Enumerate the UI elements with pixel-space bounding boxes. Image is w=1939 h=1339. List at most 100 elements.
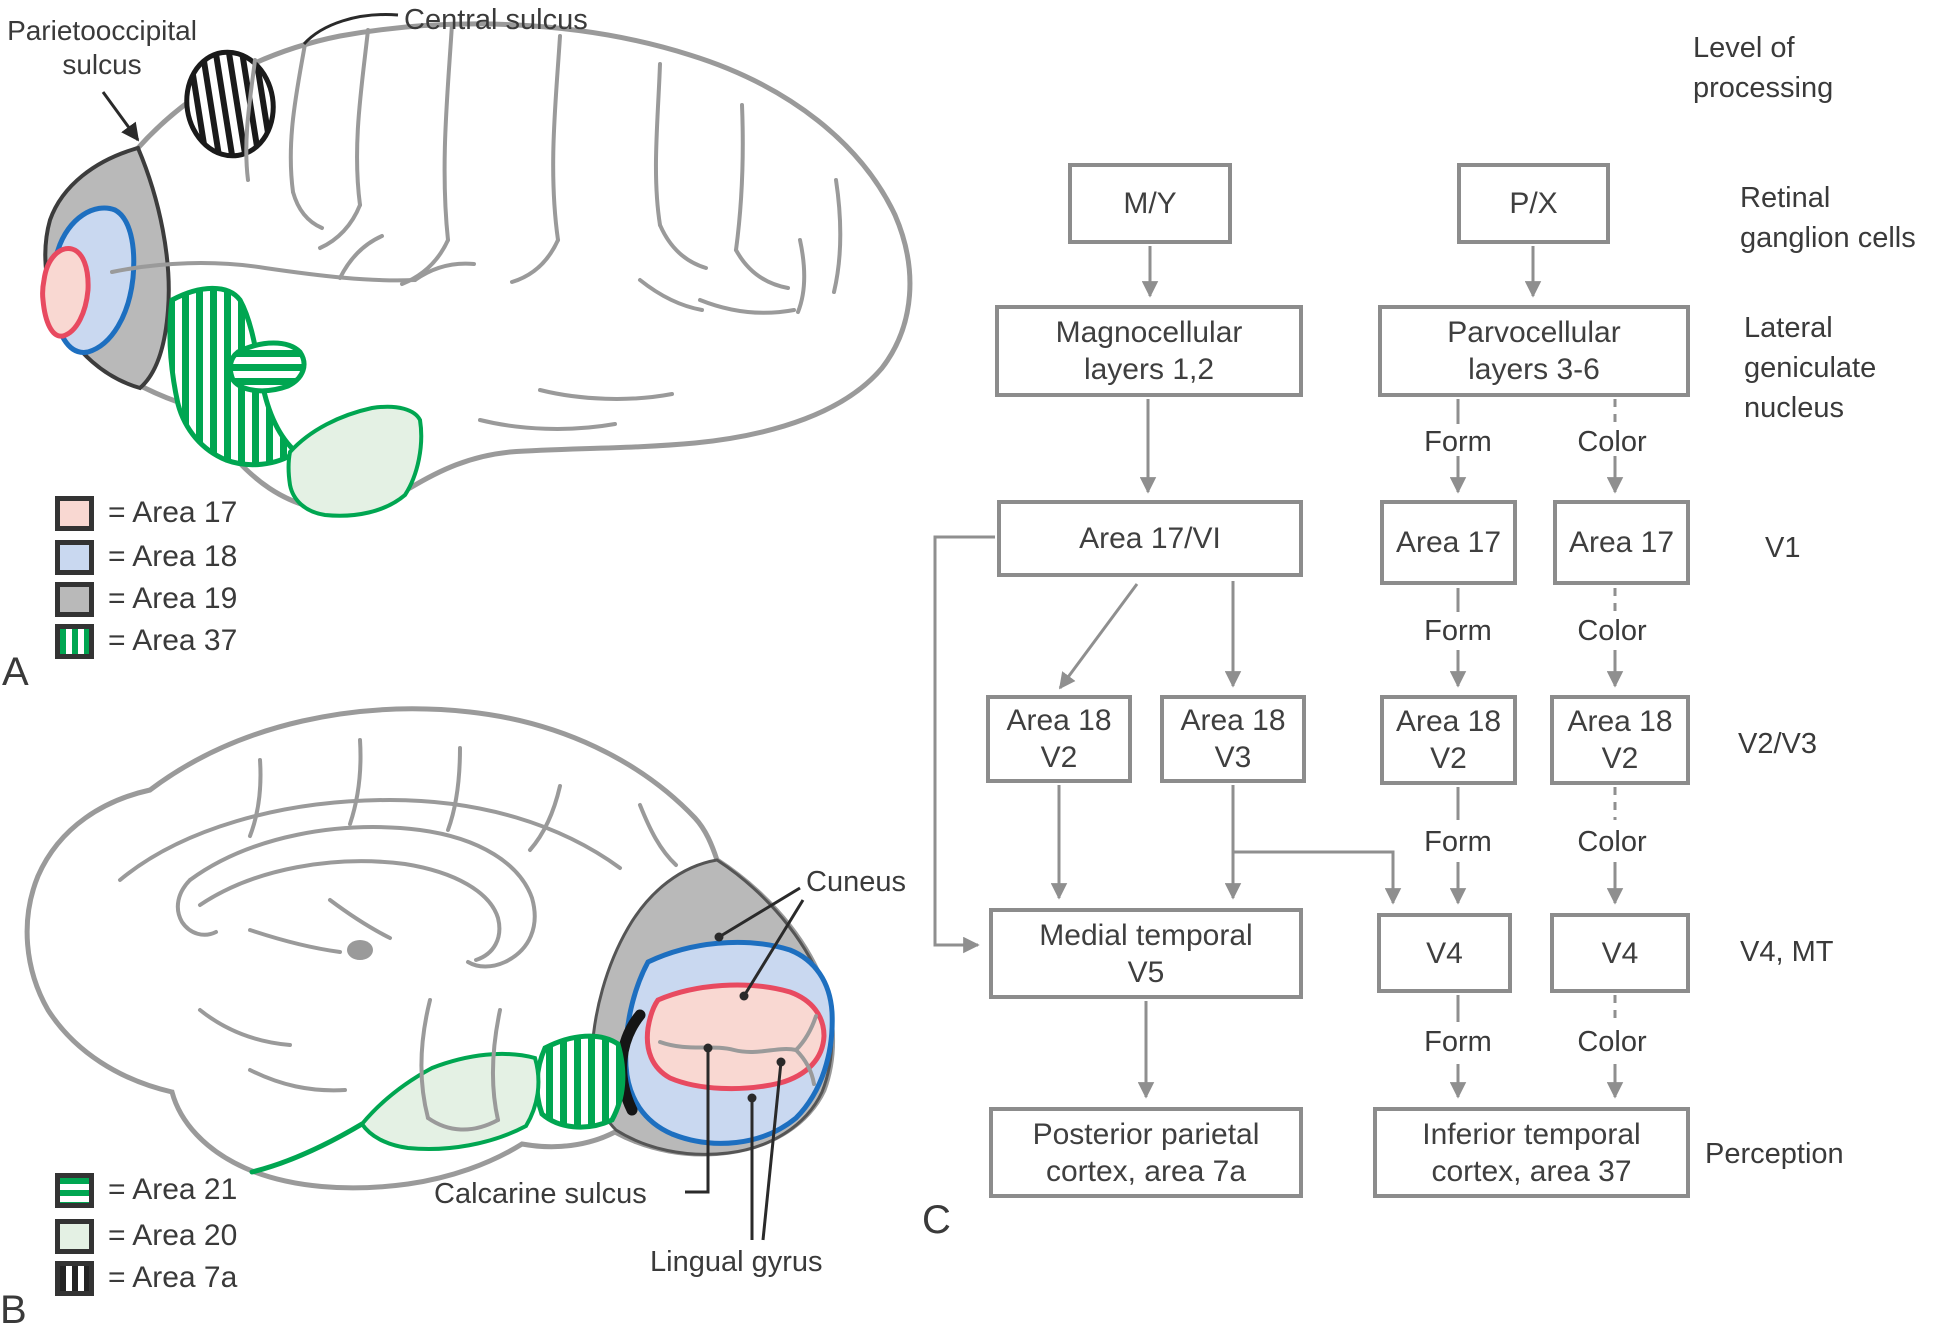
box-parvo-line2: layers 3-6 xyxy=(1468,353,1600,386)
area-20-region xyxy=(286,404,424,518)
level-processing-line1: Level of xyxy=(1693,32,1795,64)
form-label-4: Form xyxy=(1424,1026,1492,1058)
level-lgn-line2: geniculate xyxy=(1744,352,1877,384)
box-area17vi-line1: Area 17/VI xyxy=(1079,522,1221,555)
legend-row-area7a: = Area 7a xyxy=(55,1260,237,1296)
box-area18v2-color: Area 18 V2 xyxy=(1550,695,1690,785)
area20-legend-label: = Area 20 xyxy=(108,1219,238,1252)
box-area17-color: Area 17 xyxy=(1553,500,1690,585)
area37-legend-label: = Area 37 xyxy=(108,624,238,657)
area17-pink-swatch xyxy=(55,495,94,531)
form-label-3: Form xyxy=(1424,826,1492,858)
flowchart-connectors xyxy=(933,246,1624,1099)
box-mtv5-line2: V5 xyxy=(1127,955,1165,989)
box-area18v2m-line2: V2 xyxy=(1040,741,1078,774)
legend-row-area20: = Area 20 xyxy=(55,1218,237,1254)
area21-stripes-swatch xyxy=(55,1172,94,1208)
box-px: P/X xyxy=(1457,163,1610,244)
box-my-line1: M/Y xyxy=(1123,187,1177,220)
panel-a-letter: A xyxy=(2,650,29,694)
box-area18v2c-line2: V2 xyxy=(1601,742,1639,775)
area21-legend-label: = Area 21 xyxy=(108,1173,238,1206)
box-magnocellular: Magnocellular layers 1,2 xyxy=(995,305,1303,397)
level-retinal-line1: Retinal xyxy=(1740,182,1831,214)
box-v4-color: V4 xyxy=(1550,913,1690,993)
level-lgn-line1: Lateral xyxy=(1744,312,1833,344)
area7a-legend-label: = Area 7a xyxy=(108,1261,238,1294)
box-area18v3m-line1: Area 18 xyxy=(1180,704,1286,737)
box-magno-line2: layers 1,2 xyxy=(1083,353,1215,386)
legend-row-area18: = Area 18 xyxy=(55,539,237,575)
central-sulcus-label: Central sulcus xyxy=(404,4,588,36)
box-v4-form: V4 xyxy=(1377,913,1512,993)
box-v4f-line1: V4 xyxy=(1426,936,1463,970)
central-sulcus-leader-line xyxy=(302,13,399,46)
color-label-2: Color xyxy=(1577,615,1647,647)
box-medial-temporal-v5: Medial temporal V5 xyxy=(989,908,1303,999)
area-37-region-medial xyxy=(534,1033,626,1130)
box-px-line1: P/X xyxy=(1509,187,1558,220)
level-lgn-line3: nucleus xyxy=(1744,392,1844,424)
retinal-ganglion-cells-label: Retinal ganglion cells xyxy=(1740,178,1916,258)
area-21-region xyxy=(227,340,307,394)
box-itc-line1: Inferior temporal xyxy=(1422,1117,1641,1151)
lingual-gyrus-label: Lingual gyrus xyxy=(650,1246,823,1278)
legend-row-area17: = Area 17 xyxy=(55,495,237,531)
box-ppc-line2: cortex, area 7a xyxy=(1045,1154,1247,1188)
brain-b-inner-structures xyxy=(118,738,678,1132)
legend-row-area19: = Area 19 xyxy=(55,581,237,617)
area-17-region xyxy=(40,246,91,339)
area19-gray-swatch xyxy=(55,581,94,617)
parietooccipital-line2: sulcus xyxy=(62,49,142,80)
box-area18v2f-line1: Area 18 xyxy=(1395,705,1502,738)
panel-b-brain-medial xyxy=(24,706,836,1241)
area20-lightgreen-swatch xyxy=(55,1218,94,1254)
box-area18v2f-line2: V2 xyxy=(1430,742,1467,775)
box-posterior-parietal: Posterior parietal cortex, area 7a xyxy=(989,1107,1303,1198)
box-area17-form: Area 17 xyxy=(1380,500,1517,585)
parietooccipital-line1: Parietooccipital xyxy=(7,15,197,46)
box-inferior-temporal: Inferior temporal cortex, area 37 xyxy=(1373,1107,1690,1198)
panel-b-letter: B xyxy=(0,1288,27,1332)
box-parvocellular: Parvocellular layers 3-6 xyxy=(1378,305,1690,397)
box-my: M/Y xyxy=(1068,163,1232,244)
panel-a-brain-lateral xyxy=(40,13,913,518)
feedback-area17vi-to-mt xyxy=(933,535,995,954)
box-v4c-line1: V4 xyxy=(1601,936,1639,970)
box-parvo-line1: Parvocellular xyxy=(1447,316,1621,349)
legend-row-area21: = Area 21 xyxy=(55,1172,237,1208)
area-17-region-medial xyxy=(644,982,827,1092)
box-area18v3-m: Area 18 V3 xyxy=(1160,695,1306,783)
panel-b-leader-lines xyxy=(685,886,805,1241)
arrow-area18v3-branch-to-v4 xyxy=(1233,850,1402,905)
area18-legend-label: = Area 18 xyxy=(108,540,238,573)
area19-legend-label: = Area 19 xyxy=(108,582,238,615)
green-inferior-line xyxy=(249,1121,365,1175)
perception-label: Perception xyxy=(1705,1138,1844,1170)
color-label-4: Color xyxy=(1577,1026,1647,1058)
arrow-area17vi-to-area18v2 xyxy=(1058,583,1139,690)
box-magno-line1: Magnocellular xyxy=(1055,316,1243,349)
box-mtv5-line1: Medial temporal xyxy=(1039,918,1253,952)
level-retinal-line2: ganglion cells xyxy=(1740,222,1916,254)
area18-blue-swatch xyxy=(55,539,94,575)
level-processing-line2: processing xyxy=(1693,72,1834,104)
brain-a-outline xyxy=(43,21,913,513)
lateral-geniculate-nucleus-label: Lateral geniculate nucleus xyxy=(1744,308,1876,428)
thalamus-dot xyxy=(347,940,373,960)
box-area17vi: Area 17/VI xyxy=(997,500,1303,577)
box-area18v2-form: Area 18 V2 xyxy=(1380,695,1517,785)
panel-c-letter: C xyxy=(922,1198,951,1242)
parietooccipital-sulcus-label: Parietooccipital sulcus xyxy=(2,14,202,82)
calcarine-sulcus-label: Calcarine sulcus xyxy=(434,1178,647,1210)
area17-legend-label: = Area 17 xyxy=(108,496,238,529)
legend-row-area37: = Area 37 xyxy=(55,623,237,659)
form-label-2: Form xyxy=(1424,615,1492,647)
v4mt-label: V4, MT xyxy=(1740,936,1834,968)
color-label-1: Color xyxy=(1577,426,1647,458)
box-itc-line2: cortex, area 37 xyxy=(1431,1154,1632,1188)
box-area17-form-line1: Area 17 xyxy=(1395,526,1502,559)
box-area18v3m-line2: V3 xyxy=(1214,741,1252,774)
